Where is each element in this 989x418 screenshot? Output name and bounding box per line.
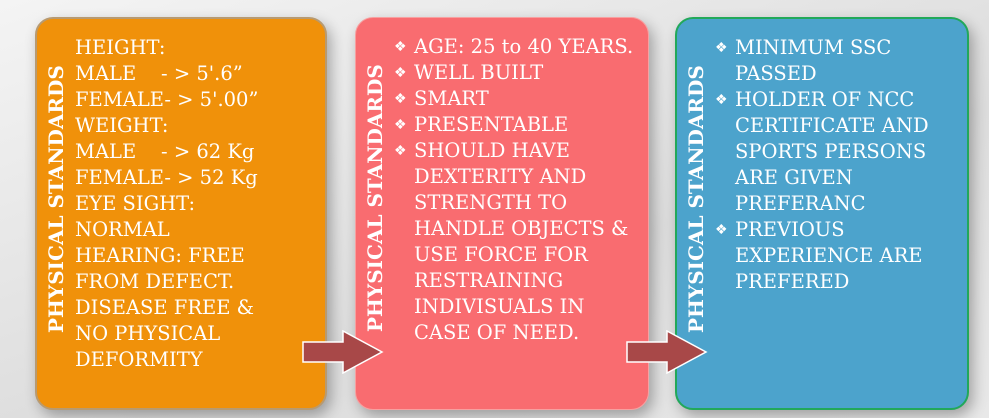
side-label: PHYSICAL STANDARDS <box>44 65 68 333</box>
diamond-bullet-icon: ❖ <box>394 143 407 159</box>
diamond-bullet-icon: ❖ <box>715 222 728 238</box>
text-line: FROM DEFECT. <box>75 270 235 293</box>
text-line: FEMALE- > 52 Kg <box>75 166 258 189</box>
text-line: MALE - > 5'.6” <box>75 62 243 85</box>
text-line: DISEASE FREE & <box>75 296 255 319</box>
list-item: ❖HOLDER OF NCC CERTIFICATE AND SPORTS PE… <box>715 88 929 215</box>
list-item: ❖PREVIOUS EXPERIENCE ARE PREFERED <box>715 218 923 293</box>
list-item: ❖AGE: 25 to 40 YEARS. <box>394 35 634 58</box>
list-item: ❖PRESENTABLE <box>394 113 569 136</box>
diamond-bullet-icon: ❖ <box>394 91 407 107</box>
right-arrow-icon <box>302 330 384 374</box>
side-label: PHYSICAL STANDARDS <box>363 64 387 332</box>
list-item: ❖WELL BUILT <box>394 61 544 84</box>
list-item: ❖MINIMUM SSC PASSED <box>715 36 892 85</box>
box-content: ❖MINIMUM SSC PASSED ❖HOLDER OF NCC CERTI… <box>715 35 959 295</box>
physical-standards-box-1: PHYSICAL STANDARDS HEIGHT: MALE - > 5'.6… <box>35 17 327 410</box>
text-line: HEIGHT: <box>75 36 166 59</box>
text-line: NO PHYSICAL <box>75 322 221 345</box>
diamond-bullet-icon: ❖ <box>394 39 407 55</box>
text-line: EYE SIGHT: <box>75 192 196 215</box>
text-line: NORMAL <box>75 218 170 241</box>
diamond-bullet-icon: ❖ <box>394 65 407 81</box>
physical-standards-box-2: PHYSICAL STANDARDS ❖AGE: 25 to 40 YEARS.… <box>355 17 649 410</box>
text-line: FEMALE- > 5'.00” <box>75 88 259 111</box>
side-label: PHYSICAL STANDARDS <box>684 65 708 333</box>
list-item: ❖ SHOULD HAVE DEXTERITY AND STRENGTH TO … <box>394 139 629 344</box>
physical-standards-box-3: PHYSICAL STANDARDS ❖MINIMUM SSC PASSED ❖… <box>675 17 969 410</box>
list-item: ❖SMART <box>394 87 489 110</box>
box-content: ❖AGE: 25 to 40 YEARS. ❖WELL BUILT ❖SMART… <box>394 34 640 346</box>
diamond-bullet-icon: ❖ <box>394 117 407 133</box>
diamond-bullet-icon: ❖ <box>715 92 728 108</box>
text-line: MALE - > 62 Kg <box>75 140 255 163</box>
text-line: HEARING: FREE <box>75 244 245 267</box>
diamond-bullet-icon: ❖ <box>715 40 728 56</box>
box-content: HEIGHT: MALE - > 5'.6” FEMALE- > 5'.00” … <box>75 35 317 373</box>
text-line: WEIGHT: <box>75 114 169 137</box>
right-arrow-icon <box>626 330 708 374</box>
text-line: DEFORMITY <box>75 348 203 371</box>
